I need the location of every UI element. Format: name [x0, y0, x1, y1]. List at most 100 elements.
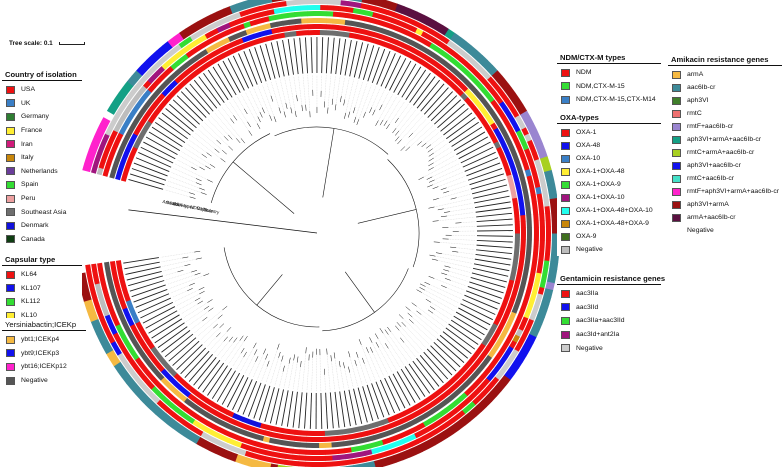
ring-amik-cell	[548, 267, 558, 277]
leaf-leader	[332, 76, 336, 99]
tree-branch	[396, 322, 402, 327]
leaf-label	[161, 330, 191, 353]
leaf-label	[185, 87, 210, 115]
ring-oxa-cell	[419, 427, 429, 436]
ring-ybt-cell	[330, 441, 339, 448]
leaf-leader	[249, 90, 261, 113]
ring-country-cell	[392, 413, 401, 421]
leaf-label	[292, 391, 298, 428]
ring-oxa-cell	[528, 161, 536, 170]
ring-ybt-cell	[276, 20, 284, 27]
leaf-label	[258, 385, 271, 421]
ring-ybt-cell	[526, 233, 532, 241]
ring-genta-cell	[194, 428, 204, 437]
ring-genta-cell	[252, 6, 261, 13]
ring-genta-cell	[527, 139, 535, 149]
tree-branch	[384, 343, 389, 349]
legend-oxa-item: OXA-48	[557, 139, 661, 152]
tree-branch	[189, 196, 196, 199]
tree-branch	[348, 111, 351, 118]
ring-genta-cell	[108, 121, 116, 130]
ring-genta-cell	[457, 48, 467, 57]
ring-capsular-cell	[301, 24, 309, 30]
ring-country-cell	[382, 41, 391, 49]
ring-amik-cell	[482, 60, 494, 72]
leaf-label	[471, 272, 507, 283]
ring-ndm-cell	[455, 61, 464, 71]
tree-branch	[375, 120, 379, 126]
ring-amik-cell	[545, 281, 555, 291]
leaf-label	[158, 117, 188, 140]
tree-scale: Tree scale: 0.1	[9, 40, 85, 47]
ring-oxa-cell	[286, 6, 295, 12]
tree-branch	[428, 152, 434, 157]
leaf-leader	[430, 136, 442, 145]
ring-oxa-cell	[413, 430, 423, 439]
legend-country-item-label: Italy	[21, 154, 34, 162]
tree-branch	[354, 359, 357, 366]
legend-gentamicin-item: aac3IIa	[557, 287, 661, 301]
ring-ybt-cell	[450, 67, 460, 76]
ring-capsular-cell	[331, 24, 339, 31]
ring-country-cell	[226, 410, 235, 418]
leaf-label	[366, 384, 379, 420]
legend-oxa-item: OXA-1+OXA-9	[557, 178, 661, 191]
leaf-label	[379, 379, 395, 414]
ring-capsular-cell	[294, 435, 302, 442]
leaf-leader	[176, 159, 192, 168]
ring-ybt-cell	[204, 411, 213, 420]
tree-branch	[400, 146, 406, 151]
ring-country-cell	[335, 429, 343, 436]
ring-ndm-cell	[139, 94, 148, 103]
ring-oxa-cell	[477, 382, 486, 392]
ring-ybt-cell	[269, 21, 278, 29]
tree-branch	[189, 282, 195, 286]
ring-amik-cell	[495, 380, 507, 392]
ring-ndm-cell	[486, 94, 495, 103]
ring-ndm-cell	[507, 127, 516, 136]
ring-country-cell	[512, 197, 518, 205]
ring-capsular-cell	[371, 427, 380, 435]
ring-oxa-cell	[318, 455, 326, 461]
leaf-label	[281, 390, 289, 426]
ring-oxa-cell	[436, 417, 446, 426]
ring-ndm-cell	[350, 446, 359, 453]
tree-branch	[243, 351, 247, 358]
ring-capsular-cell	[501, 144, 509, 153]
ring-capsular-cell	[518, 257, 525, 265]
ring-ybt-cell	[228, 34, 237, 42]
ring-ybt-cell	[282, 19, 290, 26]
ring-amik-cell	[90, 318, 101, 329]
ring-genta-cell	[86, 271, 93, 280]
leaf-label	[123, 257, 159, 264]
tree-branch	[290, 107, 293, 114]
leaf-leader	[341, 77, 345, 97]
tree-branch	[209, 164, 216, 168]
legend-amikacin-item-swatch	[672, 96, 681, 105]
ring-genta-cell	[541, 185, 548, 194]
tree-branch	[450, 246, 457, 248]
leaf-leader	[164, 189, 190, 198]
ring-oxa-cell	[105, 141, 113, 151]
ring-amik-cell	[270, 463, 279, 467]
ring-genta-cell	[417, 22, 427, 31]
ring-oxa-cell	[306, 5, 315, 11]
leaf-leader	[311, 357, 313, 391]
ring-ybt-cell	[108, 286, 116, 294]
legend-country-item-label: France	[21, 127, 43, 135]
ring-ndm-cell	[248, 439, 257, 447]
ring-oxa-cell	[487, 85, 496, 95]
ring-ndm-cell	[533, 213, 539, 222]
legend-amikacin-item-label: rmtF+aph3VI+armA+aac6Ib-cr	[687, 188, 779, 195]
ring-capsular-cell	[193, 60, 202, 69]
ring-capsular-cell	[127, 318, 135, 327]
tree-branch	[194, 250, 201, 253]
ring-oxa-cell	[112, 332, 121, 341]
ring-oxa-cell	[93, 276, 100, 285]
ring-ybt-cell	[115, 152, 123, 161]
ring-country-cell	[130, 146, 138, 155]
ring-ybt-cell	[140, 352, 149, 362]
